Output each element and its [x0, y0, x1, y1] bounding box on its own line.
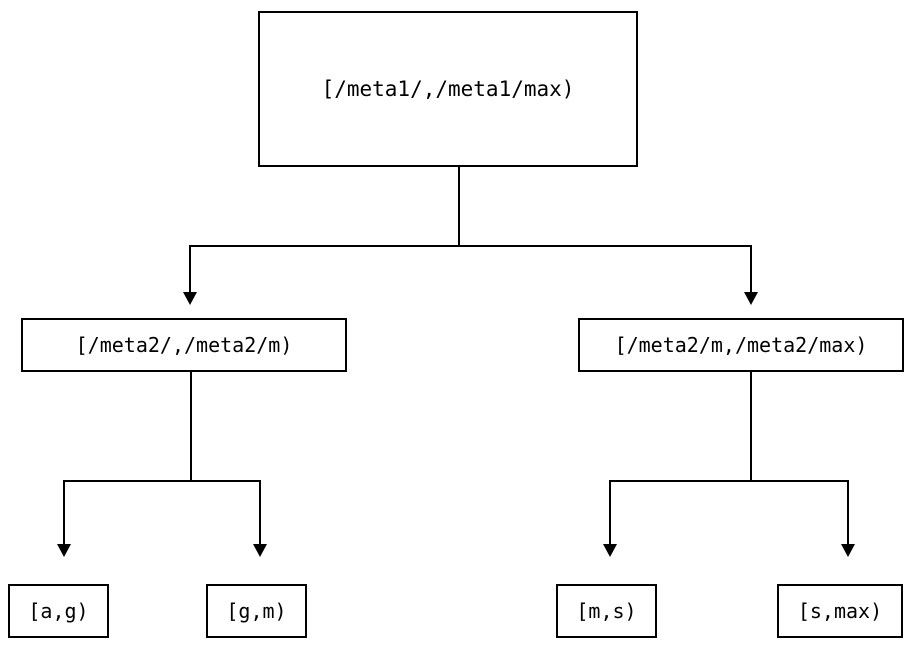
edge-mid-left-to-leaf-1-drop: [63, 480, 65, 545]
edge-mid-right-horizontal-bar: [609, 480, 849, 482]
edge-mid-left-horizontal-bar: [63, 480, 261, 482]
edge-mid-right-to-leaf-4-drop: [847, 480, 849, 545]
tree-node-leaf-3[interactable]: [m,s): [556, 584, 657, 638]
edge-mid-right-stem: [750, 372, 752, 481]
edge-root-stem: [458, 167, 460, 246]
tree-node-leaf-3-label: [m,s): [576, 599, 637, 623]
arrowhead-mid-left-to-leaf-2-icon: [253, 544, 267, 557]
tree-node-leaf-2-label: [g,m): [226, 599, 287, 623]
edge-mid-left-stem: [190, 372, 192, 481]
tree-node-leaf-1-label: [a,g): [28, 599, 89, 623]
edge-root-to-mid-left-drop: [189, 245, 191, 293]
edge-mid-left-to-leaf-2-drop: [259, 480, 261, 545]
tree-node-leaf-1[interactable]: [a,g): [8, 584, 109, 638]
arrowhead-mid-right-to-leaf-4-icon: [841, 544, 855, 557]
edge-mid-right-to-leaf-3-drop: [609, 480, 611, 545]
arrowhead-root-to-mid-right-icon: [744, 292, 758, 305]
tree-node-mid-right[interactable]: [/meta2/m,/meta2/max): [578, 318, 904, 372]
tree-node-leaf-4-label: [s,max): [797, 599, 883, 623]
tree-node-leaf-2[interactable]: [g,m): [206, 584, 307, 638]
arrowhead-root-to-mid-left-icon: [183, 292, 197, 305]
tree-node-leaf-4[interactable]: [s,max): [777, 584, 903, 638]
tree-node-root-label: [/meta1/,/meta1/max): [321, 76, 575, 101]
arrowhead-mid-right-to-leaf-3-icon: [603, 544, 617, 557]
tree-node-mid-right-label: [/meta2/m,/meta2/max): [614, 333, 868, 357]
tree-node-mid-left[interactable]: [/meta2/,/meta2/m): [21, 318, 347, 372]
tree-node-mid-left-label: [/meta2/,/meta2/m): [75, 333, 293, 357]
arrowhead-mid-left-to-leaf-1-icon: [57, 544, 71, 557]
edge-root-to-mid-right-drop: [750, 245, 752, 293]
tree-node-root[interactable]: [/meta1/,/meta1/max): [258, 11, 638, 167]
edge-root-horizontal-bar: [189, 245, 752, 247]
